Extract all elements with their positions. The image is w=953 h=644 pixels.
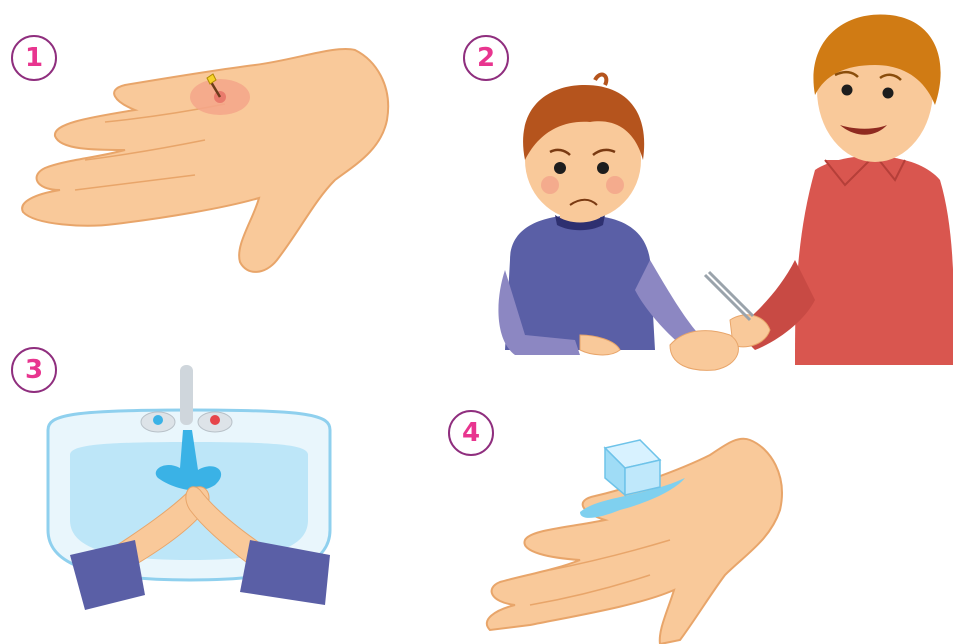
tweezers xyxy=(705,272,753,320)
man xyxy=(705,14,953,365)
washing-hands-under-tap-icon xyxy=(40,360,340,620)
stinger-in-hand-icon xyxy=(15,40,400,280)
boys-stung-hand xyxy=(670,331,738,371)
boy xyxy=(498,75,710,358)
faucet xyxy=(141,365,232,432)
step-2-number: 2 xyxy=(477,45,495,71)
ice-cube-on-hand-icon xyxy=(470,430,790,644)
ice-cube xyxy=(605,440,660,495)
adult-removing-stinger-with-tweezers-icon xyxy=(495,10,953,375)
